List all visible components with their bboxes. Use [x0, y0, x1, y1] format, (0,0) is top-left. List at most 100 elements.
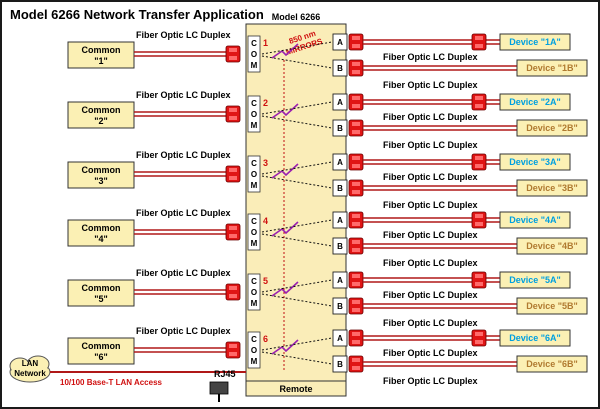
- com-port-5-letter-1: O: [251, 288, 257, 297]
- port-b-connector-4-hl-2: [352, 248, 360, 252]
- common-box-6: [67, 337, 135, 365]
- device-b-label-1: Device "1B": [526, 63, 578, 73]
- port-a-connector-4-hl-1: [352, 214, 360, 218]
- port-b-4-label: B: [337, 242, 343, 251]
- device-a-box-1: [499, 33, 571, 51]
- device-a-label-6: Device "6A": [509, 333, 561, 343]
- port-a-5-label: A: [337, 276, 343, 285]
- channel-number-6: 6: [263, 334, 268, 344]
- device-a-cable-label-1: Fiber Optic LC Duplex: [383, 52, 478, 62]
- port-a-connector-6-hl-2: [352, 340, 360, 344]
- com-port-4-letter-0: C: [251, 217, 257, 226]
- common-connector-3-hl-2: [229, 176, 237, 180]
- model-6266-unit: [245, 23, 347, 397]
- com-port-1-letter-1: O: [251, 50, 257, 59]
- channel-number-1: 1: [263, 38, 268, 48]
- device-a-cable-label-4: Fiber Optic LC Duplex: [383, 230, 478, 240]
- device-b-box-6: [516, 355, 588, 373]
- mirror-icon-5: [271, 281, 299, 297]
- port-a-connector-5-hl-1: [352, 274, 360, 278]
- mirror-icon-1: [271, 43, 299, 59]
- common-box-3: [67, 161, 135, 189]
- common-connector-1-hl-1: [229, 48, 237, 52]
- device-b-label-4: Device "4B": [526, 241, 578, 251]
- common-box-5-label-2: "5": [94, 294, 108, 304]
- com-port-5-letter-0: C: [251, 277, 257, 286]
- com-port-2-letter-1: O: [251, 110, 257, 119]
- port-b-5: [332, 297, 348, 315]
- device-b-box-1: [516, 59, 588, 77]
- device-a-end-connector-6-hl-1: [475, 332, 483, 336]
- com-port-3-letter-0: C: [251, 159, 257, 168]
- common-box-2-label-1: Common: [82, 105, 121, 115]
- diagram-title: Model 6266 Network Transfer Application: [10, 7, 264, 22]
- com-port-4: [247, 213, 261, 251]
- port-a-4: [332, 211, 348, 229]
- common-box-1-label-1: Common: [82, 45, 121, 55]
- port-b-6: [332, 355, 348, 373]
- common-cable-label-6: Fiber Optic LC Duplex: [136, 326, 231, 336]
- port-a-6-label: A: [337, 334, 343, 343]
- device-a-end-connector-4-hl-1: [475, 214, 483, 218]
- port-a-2: [332, 93, 348, 111]
- remote-label: Remote: [279, 384, 312, 394]
- device-a-label-2: Device "2A": [509, 97, 561, 107]
- com-port-3-letter-1: O: [251, 170, 257, 179]
- com-port-1-letter-0: C: [251, 39, 257, 48]
- unit-title: Model 6266: [272, 12, 321, 22]
- device-b-box-4: [516, 237, 588, 255]
- common-box-2: [67, 101, 135, 129]
- port-b-1: [332, 59, 348, 77]
- port-a-connector-6-hl-1: [352, 332, 360, 336]
- lan-network-cloud: [9, 355, 51, 383]
- port-a-connector-3-hl-2: [352, 164, 360, 168]
- common-cable-label-3: Fiber Optic LC Duplex: [136, 150, 231, 160]
- channel-number-2: 2: [263, 98, 268, 108]
- device-b-label-6: Device "6B": [526, 359, 578, 369]
- device-b-label-3: Device "3B": [526, 183, 578, 193]
- common-connector-2-hl-2: [229, 116, 237, 120]
- common-box-1-label-2: "1": [94, 56, 108, 66]
- port-b-connector-5-hl-1: [352, 300, 360, 304]
- com-port-2-letter-2: M: [251, 121, 258, 130]
- device-b-cable-label-2: Fiber Optic LC Duplex: [383, 140, 478, 150]
- common-connector-2-hl-1: [229, 108, 237, 112]
- common-box-6-label-2: "6": [94, 352, 108, 362]
- common-box-6-label-1: Common: [82, 341, 121, 351]
- port-a-connector-5-hl-2: [352, 282, 360, 286]
- device-a-box-6: [499, 329, 571, 347]
- channel-number-5: 5: [263, 276, 268, 286]
- device-a-cable-label-3: Fiber Optic LC Duplex: [383, 172, 478, 182]
- common-box-5: [67, 279, 135, 307]
- common-box-4-label-1: Common: [82, 223, 121, 233]
- port-b-connector-1-hl-1: [352, 62, 360, 66]
- port-b-connector-3-hl-2: [352, 190, 360, 194]
- port-b-connector-4-hl-1: [352, 240, 360, 244]
- port-a-3: [332, 153, 348, 171]
- common-box-3-label-1: Common: [82, 165, 121, 175]
- com-port-6-letter-2: M: [251, 357, 258, 366]
- port-b-connector-1-hl-2: [352, 70, 360, 74]
- device-a-end-connector-3-hl-2: [475, 164, 483, 168]
- port-a-1-label: A: [337, 38, 343, 47]
- port-b-6-label: B: [337, 360, 343, 369]
- common-connector-5-hl-1: [229, 286, 237, 290]
- lan-label-1: LAN: [22, 359, 39, 368]
- port-b-connector-3-hl-1: [352, 182, 360, 186]
- port-b-connector-6-hl-1: [352, 358, 360, 362]
- port-a-4-label: A: [337, 216, 343, 225]
- device-b-label-2: Device "2B": [526, 123, 578, 133]
- com-port-6: [247, 331, 261, 369]
- com-port-5-letter-2: M: [251, 299, 258, 308]
- device-a-end-connector-5-hl-2: [475, 282, 483, 286]
- lan-label-2: Network: [14, 369, 46, 378]
- com-port-5: [247, 273, 261, 311]
- device-a-cable-label-6: Fiber Optic LC Duplex: [383, 348, 478, 358]
- port-b-connector-2-hl-1: [352, 122, 360, 126]
- common-cable-label-5: Fiber Optic LC Duplex: [136, 268, 231, 278]
- mirror-icon-6: [271, 339, 299, 355]
- port-a-connector-4-hl-2: [352, 222, 360, 226]
